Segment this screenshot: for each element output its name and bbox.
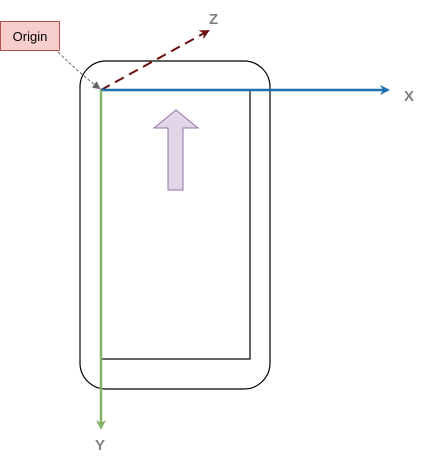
z-axis-arrow [100, 30, 210, 91]
phone-outline-icon [79, 60, 271, 390]
up-arrow-icon [152, 109, 200, 191]
z-axis-label: Z [209, 11, 218, 28]
y-axis-label: Y [95, 437, 105, 454]
origin-label: Origin [12, 28, 48, 44]
x-axis-label: X [404, 88, 414, 105]
origin-connector [57, 51, 101, 90]
origin-label-box: Origin [0, 21, 60, 51]
